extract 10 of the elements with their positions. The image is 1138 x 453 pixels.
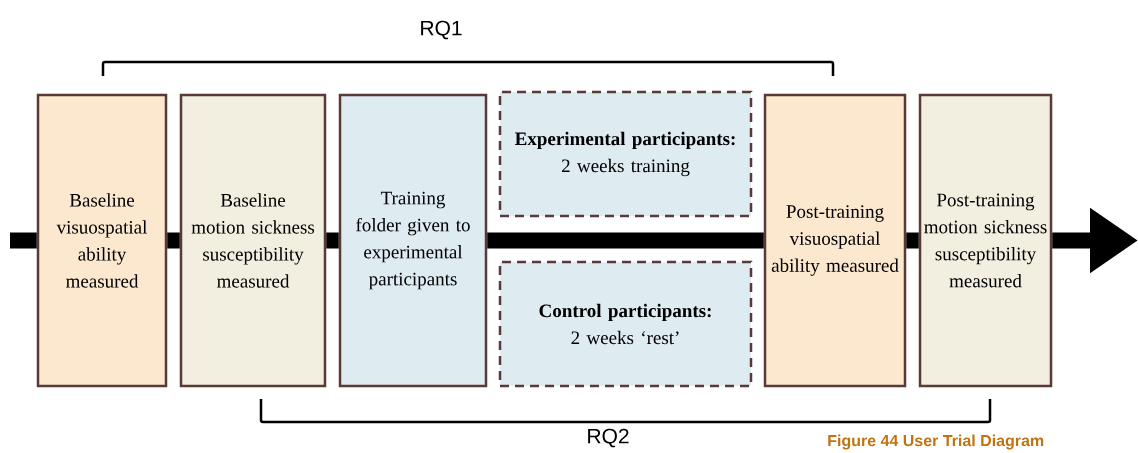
- process-box: Training folder given to experimental participants: [338, 93, 488, 388]
- bracket-label: RQ2: [588, 428, 629, 448]
- process-box: Post-training visuospatial ability measured: [763, 93, 907, 388]
- caption: Figure 44 User Trial Diagram: [828, 434, 1044, 450]
- process-box: Post-training motion sickness susceptibility measured: [918, 93, 1053, 388]
- group-box: Control participants: 2 weeks ‘rest’: [498, 260, 753, 388]
- process-box: Baseline visuospatial ability measured: [36, 93, 168, 388]
- group-box: Experimental participants: 2 weeks training: [498, 90, 753, 218]
- process-box: Baseline motion sickness susceptibility measured: [179, 93, 327, 388]
- bracket-label: RQ1: [421, 20, 462, 40]
